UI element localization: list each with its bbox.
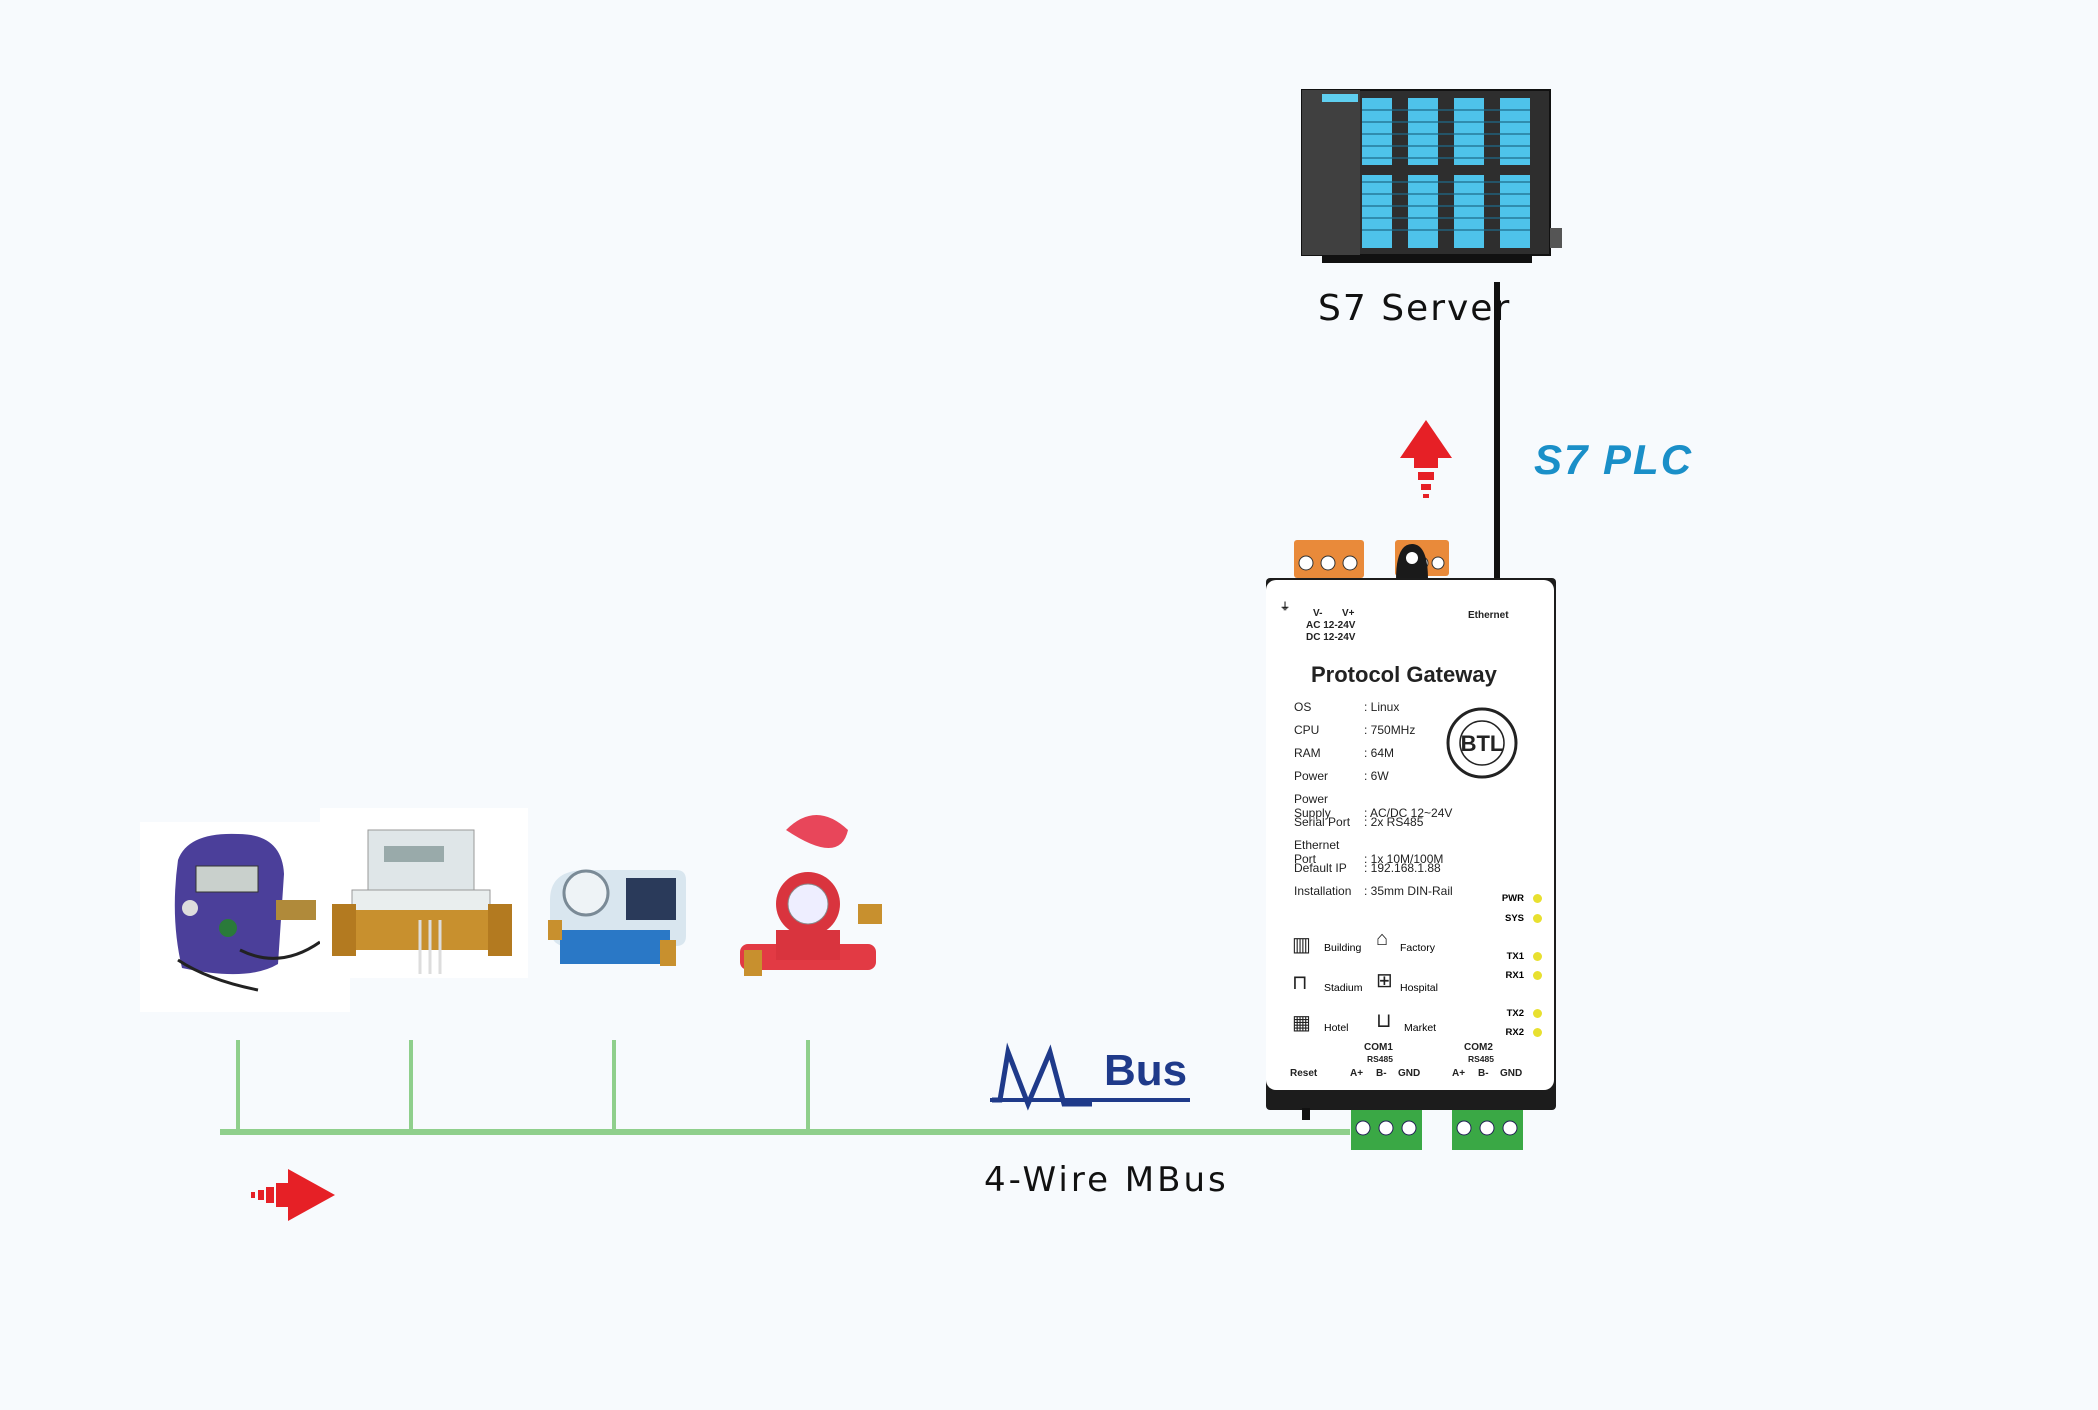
led-label: SYS bbox=[1504, 913, 1524, 924]
led-label: TX1 bbox=[1506, 951, 1524, 962]
spec-row: CPU: 750MHz bbox=[1294, 723, 1416, 737]
com2-pin: A+ bbox=[1452, 1068, 1466, 1079]
mbus-logo-icon bbox=[992, 1042, 1092, 1111]
spec-row: OS: Linux bbox=[1294, 700, 1400, 714]
power-vplus: V+ bbox=[1342, 608, 1355, 619]
gateway-panel: ⏚ V- V+ AC 12-24V DC 12-24V Ethernet Pro… bbox=[1266, 580, 1554, 1090]
bus-label: 4-Wire MBus bbox=[984, 1160, 1229, 1200]
com1-type: RS485 bbox=[1367, 1054, 1393, 1064]
led-indicator bbox=[1533, 914, 1542, 923]
com2-pin: GND bbox=[1500, 1068, 1523, 1079]
meter-brass-ultrasonic bbox=[320, 808, 528, 978]
mbus-wiring bbox=[220, 1040, 1350, 1135]
spec-row: Power: 6W bbox=[1294, 769, 1389, 783]
building-icon: ▥ bbox=[1292, 934, 1311, 956]
spec-row: Installation: 35mm DIN-Rail bbox=[1294, 884, 1453, 898]
led-label: TX2 bbox=[1506, 1008, 1524, 1019]
led-label: RX1 bbox=[1505, 970, 1524, 981]
hotel-icon: ▦ bbox=[1292, 1012, 1311, 1034]
ethernet-port-label: Ethernet bbox=[1468, 610, 1509, 621]
spec-row: Power Supply: AC/DC 12~24V bbox=[1294, 792, 1453, 820]
gateway-title: Protocol Gateway bbox=[1311, 662, 1497, 687]
factory-icon: ⌂ bbox=[1376, 928, 1389, 950]
com2-type: RS485 bbox=[1468, 1054, 1494, 1064]
svg-text:BTL: BTL bbox=[1461, 731, 1504, 756]
com1-pin: GND bbox=[1398, 1068, 1421, 1079]
s7-server-icon bbox=[1301, 89, 1562, 263]
led-label: PWR bbox=[1501, 893, 1524, 904]
app-label: Stadium bbox=[1324, 982, 1363, 994]
btl-badge-icon: BTL bbox=[1446, 707, 1518, 779]
app-label: Hospital bbox=[1400, 982, 1438, 994]
com1-pin: A+ bbox=[1350, 1068, 1364, 1079]
spec-row: Serial Port: 2x RS485 bbox=[1294, 815, 1424, 829]
server-label: S7 Server bbox=[1318, 288, 1512, 329]
spec-row: Ethernet Port: 1x 10M/100M bbox=[1294, 838, 1444, 866]
led-label: RX2 bbox=[1505, 1027, 1524, 1038]
app-label: Building bbox=[1324, 942, 1362, 954]
upward-arrow-icon bbox=[1400, 420, 1452, 498]
reset-button-label: Reset bbox=[1290, 1068, 1318, 1079]
stadium-icon: ⊓ bbox=[1292, 972, 1308, 994]
rightward-arrow-icon bbox=[251, 1169, 335, 1221]
meter-blue-water bbox=[548, 869, 686, 966]
power-ac: AC 12-24V bbox=[1306, 620, 1356, 631]
meter-red-water bbox=[740, 815, 882, 976]
led-indicator bbox=[1533, 1009, 1542, 1018]
app-label: Factory bbox=[1400, 942, 1436, 954]
power-vminus: V- bbox=[1313, 608, 1323, 619]
com1-pin: B- bbox=[1376, 1068, 1387, 1079]
market-icon: ⊔ bbox=[1376, 1010, 1392, 1032]
led-indicator bbox=[1533, 952, 1542, 961]
led-indicator bbox=[1533, 894, 1542, 903]
com2-label: COM2 bbox=[1464, 1042, 1493, 1053]
ground-icon: ⏚ bbox=[1280, 602, 1290, 613]
app-label: Hotel bbox=[1324, 1022, 1349, 1034]
com2-pin: B- bbox=[1478, 1068, 1489, 1079]
com1-label: COM1 bbox=[1364, 1042, 1393, 1053]
led-indicator bbox=[1533, 1028, 1542, 1037]
power-dc: DC 12-24V bbox=[1306, 632, 1356, 643]
hospital-icon: ⊞ bbox=[1376, 970, 1393, 992]
spec-row: Default IP: 192.168.1.88 bbox=[1294, 861, 1441, 875]
meter-purple-heat bbox=[140, 822, 350, 1012]
led-indicator bbox=[1533, 971, 1542, 980]
protocol-label: S7 PLC bbox=[1534, 436, 1694, 483]
mbus-logo-text: Bus bbox=[1104, 1046, 1188, 1095]
spec-row: RAM: 64M bbox=[1294, 746, 1395, 760]
app-label: Market bbox=[1404, 1022, 1437, 1034]
